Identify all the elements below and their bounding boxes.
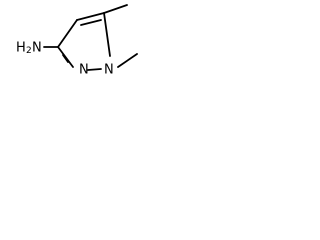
bond-c5-methyl	[103, 4, 128, 14]
bond-c4-c5	[76, 12, 105, 21]
amine-n-label: N	[32, 41, 42, 56]
structure-canvas: H 2 N N N	[0, 0, 160, 94]
ring-n1-label: N	[104, 63, 114, 78]
ring-n2-label: N	[79, 63, 89, 78]
bond-c3-c4	[57, 19, 78, 48]
amine-subscript-label: 2	[26, 46, 32, 56]
bond-c4-c5-double	[80, 19, 102, 26]
bond-n1-n2	[87, 68, 102, 71]
bond-n2-c3-double	[62, 54, 69, 63]
pyrazole-structure: H 2 N N N	[16, 4, 138, 78]
bond-n1-methyl	[117, 53, 138, 68]
amine-h-label: H	[16, 41, 26, 56]
bond-c5-n1	[103, 12, 111, 57]
